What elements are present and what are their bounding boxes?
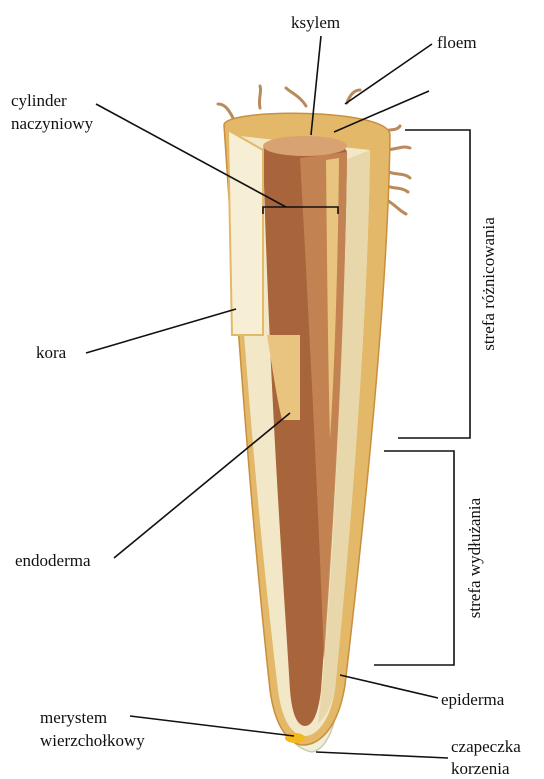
- label-strefa-roznicowania: strefa różnicowania: [479, 217, 498, 351]
- label-epiderma: epiderma: [441, 690, 505, 709]
- root-body: [224, 113, 390, 752]
- label-floem: floem: [437, 33, 477, 52]
- bracket-strefa-wydluzania: [374, 451, 454, 665]
- label-czapeczka-line2: korzenia: [451, 759, 510, 778]
- label-kora: kora: [36, 343, 67, 362]
- label-cylinder-line1: cylinder: [11, 91, 67, 110]
- label-czapeczka-line1: czapeczka: [451, 737, 521, 756]
- label-merystem-line1: merystem: [40, 708, 107, 727]
- leader-merystem: [130, 716, 294, 736]
- label-endoderma: endoderma: [15, 551, 91, 570]
- label-cylinder-line2: naczyniowy: [11, 114, 94, 133]
- leader-epiderma: [340, 675, 438, 698]
- label-ksylem: ksylem: [291, 13, 340, 32]
- xylem-top: [263, 136, 347, 156]
- leader-kora: [86, 309, 236, 353]
- label-merystem-line2: wierzchołkowy: [40, 731, 145, 750]
- cortex-cutaway: [228, 130, 263, 335]
- leader-czapeczka: [316, 752, 448, 758]
- label-strefa-wydluzania: strefa wydłużania: [465, 497, 484, 618]
